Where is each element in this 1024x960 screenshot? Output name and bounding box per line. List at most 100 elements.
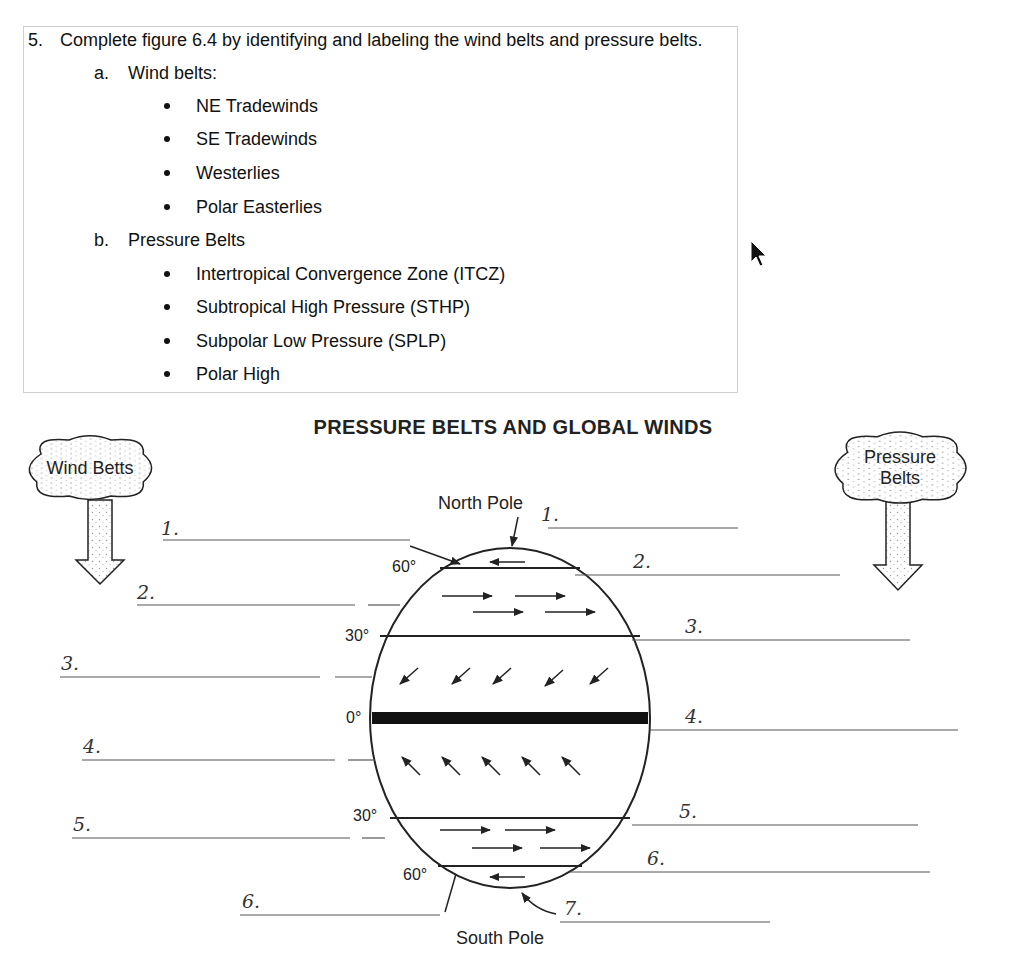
wind-arrow — [402, 757, 420, 775]
leader-arrow — [410, 546, 460, 564]
cloud-text-wrap: Pressure Belts — [858, 447, 942, 489]
answer-line — [240, 914, 440, 915]
wind-arrow — [400, 562, 608, 877]
instruction-text: Polar High — [196, 363, 280, 385]
answer-line — [137, 604, 355, 605]
answer-line — [570, 871, 930, 872]
wind-arrow — [473, 611, 523, 613]
instruction-text: Westerlies — [196, 162, 280, 184]
callout-number: 2. — [136, 582, 156, 602]
wind-arrow — [562, 757, 580, 775]
cloud-tail-arrow — [874, 500, 922, 590]
cloud-tail-arrow — [76, 500, 922, 590]
callout-number: 5. — [678, 801, 698, 821]
globe — [438, 865, 582, 867]
bullet-dot — [164, 271, 170, 277]
leader-arrow — [522, 893, 556, 914]
wind-arrow — [452, 668, 470, 684]
bullet-dot — [164, 136, 170, 142]
latitude-label: 60° — [391, 557, 417, 577]
answer-line — [362, 837, 385, 838]
wind-arrow — [400, 668, 418, 684]
wind-arrow — [472, 847, 522, 849]
cloud-label: Pressure Belts — [858, 447, 942, 489]
leader-arrow — [410, 517, 556, 914]
instruction-text: Pressure Belts — [128, 229, 245, 251]
callout-number: 3. — [60, 653, 80, 673]
instruction-text: Subpolar Low Pressure (SPLP) — [196, 330, 446, 352]
cloud-shape — [835, 432, 966, 503]
callout-number: 2. — [632, 551, 652, 571]
globe — [390, 817, 630, 819]
callout-number: 4. — [82, 736, 102, 756]
bullet-dot — [164, 338, 170, 344]
globe — [370, 548, 650, 888]
leader-arrow — [512, 517, 518, 546]
globe — [380, 635, 640, 637]
answer-line — [72, 837, 350, 838]
bullet-dot — [164, 170, 170, 176]
callout-number: 1. — [160, 518, 180, 538]
wind-arrow — [482, 757, 500, 775]
wind-arrow — [590, 668, 608, 684]
answer-line — [632, 824, 918, 825]
instruction-text: NE Tradewinds — [196, 95, 318, 117]
wind-arrow — [522, 757, 540, 775]
latitude-label: 30° — [352, 806, 378, 826]
wind-arrow — [545, 670, 563, 686]
mouse-cursor — [751, 241, 766, 266]
item-number: a. — [94, 62, 109, 84]
callout-number: 7. — [563, 898, 583, 918]
answer-line — [163, 539, 410, 540]
answer-line — [335, 676, 372, 677]
cloud-label: Wind Betts — [46, 458, 133, 479]
bullet-dot — [164, 304, 170, 310]
answer-line — [650, 729, 958, 730]
diagram-title: PRESSURE BELTS AND GLOBAL WINDS — [314, 416, 713, 439]
wind-arrow — [545, 611, 595, 613]
globe — [372, 712, 648, 724]
wind-arrow — [515, 595, 565, 597]
cloud-shape — [29, 436, 151, 500]
callout-number: 3. — [684, 616, 704, 636]
cloud-heading: Wind Betts — [20, 433, 160, 503]
bullet-dot — [164, 204, 170, 210]
wind-arrow — [490, 561, 525, 563]
instruction-text: Intertropical Convergence Zone (ITCZ) — [196, 263, 505, 285]
callout-number: 4. — [684, 706, 704, 726]
globe — [370, 548, 650, 888]
cloud-heading: Pressure Belts — [825, 429, 975, 507]
globe — [440, 567, 580, 569]
cloud-tail-arrow — [76, 500, 124, 584]
wind-arrow — [505, 829, 555, 831]
callout-number: 6. — [646, 848, 666, 868]
instruction-text: Polar Easterlies — [196, 196, 322, 218]
item-number: 5. — [28, 29, 43, 51]
pole-label: South Pole — [455, 928, 545, 948]
latitude-label: 60° — [402, 865, 428, 885]
callout-number: 6. — [241, 891, 261, 911]
instruction-text: Wind belts: — [128, 62, 217, 84]
latitude-label: 0° — [345, 708, 362, 728]
answer-line — [548, 527, 738, 528]
answer-line — [60, 528, 958, 922]
latitude-label: 30° — [344, 626, 370, 646]
pole-label: North Pole — [437, 493, 524, 513]
instruction-box: 5.Complete figure 6.4 by identifying and… — [23, 26, 738, 393]
answer-line — [575, 574, 840, 575]
bullet-dot — [164, 371, 170, 377]
answer-line — [368, 604, 400, 605]
answer-line — [60, 676, 320, 677]
wind-arrow — [490, 876, 525, 878]
wind-arrow — [442, 757, 460, 775]
cloud-text-wrap: Wind Betts — [46, 458, 133, 479]
item-number: b. — [94, 229, 109, 251]
instruction-text: SE Tradewinds — [196, 128, 317, 150]
wind-arrow — [440, 829, 490, 831]
wind-arrow — [540, 847, 590, 849]
mouse-cursor — [751, 241, 766, 266]
instruction-text: Subtropical High Pressure (STHP) — [196, 296, 470, 318]
answer-line — [82, 759, 335, 760]
wind-arrow — [442, 595, 492, 597]
